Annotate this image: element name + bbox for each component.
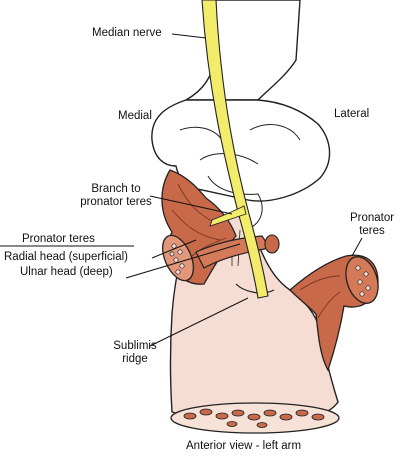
label-medial: Medial	[118, 110, 152, 122]
ulnar-head-knob	[264, 234, 280, 254]
sublimis-ridge-arc	[235, 283, 275, 294]
median-nerve	[201, 0, 269, 299]
label-sublimis-ridge: Sublimis ridge	[113, 340, 157, 365]
label-pronator-teres-right: Pronator teres	[349, 212, 395, 237]
label-ulnar-head: Ulnar head (deep)	[20, 266, 113, 278]
cut-muscle-dots	[183, 408, 325, 428]
pronator-cut-end-right	[345, 256, 379, 304]
label-median-nerve: Median nerve	[92, 27, 162, 39]
trochlea	[207, 175, 263, 229]
nerve-branch	[209, 205, 247, 227]
leader-lines	[0, 33, 363, 347]
caption: Anterior view - left arm	[186, 440, 302, 452]
label-branch-to-pronator: Branch to pronator teres	[80, 183, 152, 208]
humerus-distal-end	[151, 99, 331, 202]
label-pronator-teres-left: Pronator teres	[22, 233, 95, 245]
pronator-cut-end-left	[161, 234, 195, 282]
label-radial-head: Radial head (superficial)	[4, 251, 129, 263]
label-lateral: Lateral	[334, 108, 370, 120]
